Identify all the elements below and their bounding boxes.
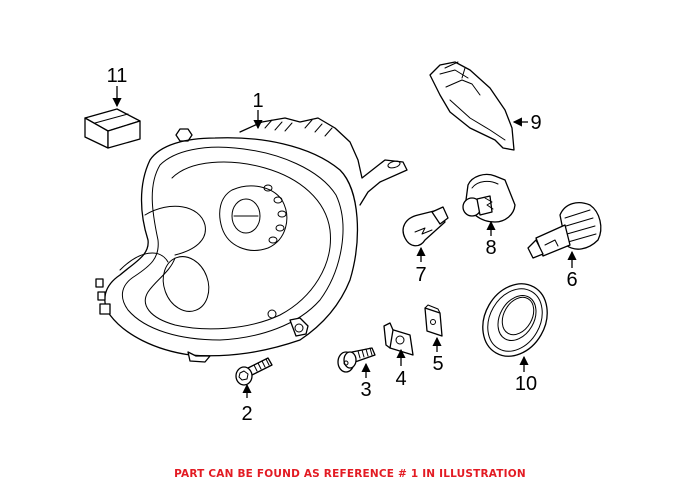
part-9-cover[interactable] [429, 61, 515, 151]
callout-label-10: 10 [515, 373, 537, 395]
part-8-bulb-socket[interactable] [462, 173, 516, 223]
callout-label-2: 2 [241, 403, 252, 425]
part-10-seal-cap[interactable] [470, 272, 560, 368]
callout-label-4: 4 [395, 368, 406, 390]
part-5-speed-nut[interactable] [424, 304, 443, 337]
reference-caption: PART CAN BE FOUND AS REFERENCE # 1 IN IL… [174, 468, 526, 480]
callout-label-5: 5 [432, 353, 443, 375]
callout-label-11: 11 [107, 65, 128, 87]
part-3-flange-bolt[interactable] [337, 347, 376, 373]
part-1-headlight-assembly[interactable] [95, 117, 408, 363]
callout-label-3: 3 [360, 379, 371, 401]
part-4-clip-nut[interactable] [383, 322, 414, 356]
callout-label-8: 8 [485, 237, 496, 259]
callout-label-9: 9 [530, 112, 541, 134]
callout-label-6: 6 [566, 269, 577, 291]
part-6-headlamp-bulb[interactable] [527, 202, 602, 259]
callout-label-7: 7 [415, 264, 426, 286]
callout-label-1: 1 [252, 90, 263, 112]
part-2-bolt[interactable] [235, 357, 273, 386]
part-7-turn-signal-bulb[interactable] [402, 206, 449, 247]
part-11-box[interactable] [84, 108, 141, 149]
